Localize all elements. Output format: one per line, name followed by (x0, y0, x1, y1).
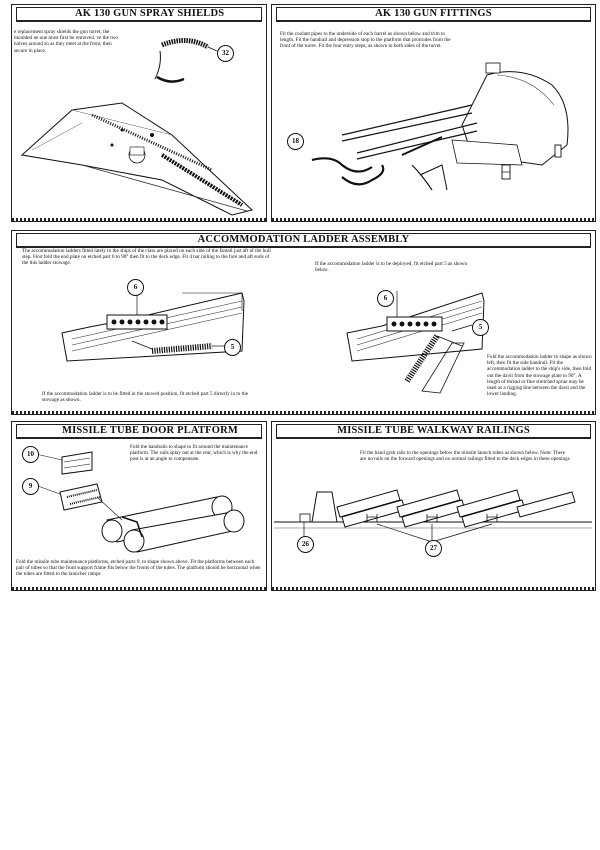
ladder-title: ACCOMMODATION LADDER ASSEMBLY (16, 233, 591, 247)
missile-platform-note-bottom: Fold the missile tube maintenance platfo… (16, 559, 261, 578)
callout-32: 32 (217, 45, 234, 62)
ladder-note-stowed: If the accommodation ladder is to be fit… (42, 391, 249, 404)
ladder-panel: ACCOMMODATION LADDER ASSEMBLY The accomm… (11, 230, 596, 415)
missile-platform-note-top: Fold the handrails to shape to fit aroun… (130, 444, 258, 463)
callout-6-right: 6 (377, 290, 394, 307)
ladder-drawing (61, 291, 485, 394)
callout-10: 10 (22, 446, 39, 463)
missile-platform-panel: MISSILE TUBE DOOR PLATFORM Fold the hand… (11, 421, 267, 591)
ladder-note-left: The accommodation ladders fitted lately … (22, 248, 271, 267)
callout-5-left: 5 (224, 339, 241, 356)
callout-26: 26 (297, 536, 314, 553)
callout-18: 18 (287, 133, 304, 150)
callout-5-right: 5 (472, 319, 489, 336)
spray-shields-drawing (20, 38, 254, 216)
spray-shields-title: AK 130 GUN SPRAY SHIELDS (16, 7, 262, 21)
gun-fittings-title: AK 130 GUN FITTINGS (276, 7, 591, 21)
walkway-panel: MISSILE TUBE WALKWAY RAILINGS Fit the ha… (271, 421, 596, 591)
gun-fittings-drawing (311, 62, 569, 191)
gun-fittings-note: Fit the coolant pipes to the underside o… (280, 31, 451, 50)
gun-fittings-panel: AK 130 GUN FITTINGS Fit the coolant pipe… (271, 4, 596, 222)
missile-platform-title: MISSILE TUBE DOOR PLATFORM (16, 424, 262, 438)
callout-9: 9 (22, 478, 39, 495)
ladder-note-right: Fold the accommodation ladder to shape a… (487, 354, 592, 398)
walkway-drawing (274, 489, 592, 543)
walkway-note: Fit the hand grab rails to the openings … (360, 450, 570, 463)
spray-shields-note: e replacement spray shields the gun turr… (14, 29, 119, 54)
spray-shields-panel: AK 130 GUN SPRAY SHIELDS e replacement s… (11, 4, 267, 222)
callout-6-left: 6 (127, 279, 144, 296)
callout-27: 27 (425, 540, 442, 557)
walkway-title: MISSILE TUBE WALKWAY RAILINGS (276, 424, 591, 438)
missile-platform-drawing (34, 451, 245, 553)
ladder-note-deployed: If the accommodation ladder is to be dep… (315, 261, 468, 274)
